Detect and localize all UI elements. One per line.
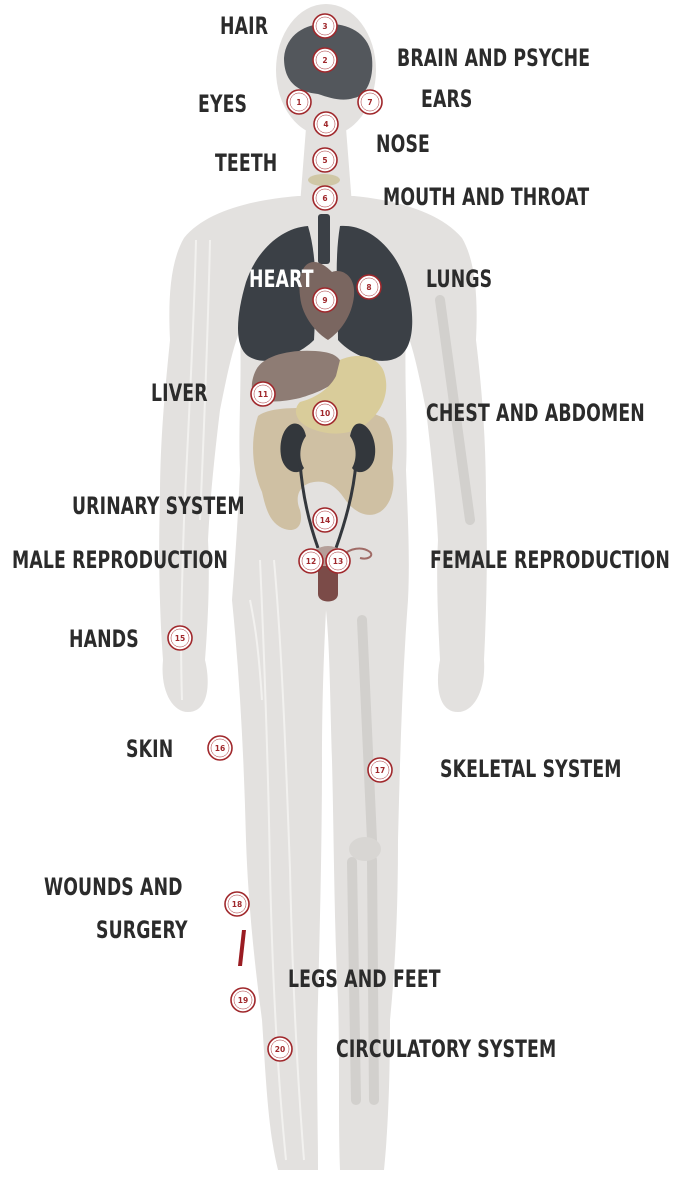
marker-urinary[interactable]: 14 [313,508,337,532]
marker-number: 19 [238,996,248,1005]
marker-wounds[interactable]: 18 [225,892,249,916]
marker-chest[interactable]: 10 [313,401,337,425]
marker-female[interactable]: 13 [326,549,350,573]
marker-number: 18 [232,900,242,909]
label-legs-and-feet[interactable]: LEGS AND FEET [288,966,441,992]
label-wounds-and[interactable]: WOUNDS AND [44,874,183,900]
marker-number: 2 [322,56,327,65]
label-circulatory-system[interactable]: CIRCULATORY SYSTEM [336,1036,556,1062]
label-hair[interactable]: HAIR [220,13,268,39]
marker-number: 8 [366,283,371,292]
marker-eyes[interactable]: 1 [287,90,311,114]
marker-number: 12 [306,557,316,566]
label-nose[interactable]: NOSE [376,131,430,157]
label-male-reproduction[interactable]: MALE REPRODUCTION [12,547,228,573]
marker-number: 9 [322,296,327,305]
marker-hands[interactable]: 15 [168,626,192,650]
label-eyes[interactable]: EYES [198,91,247,117]
marker-number: 10 [320,409,330,418]
label-brain-and-psyche[interactable]: BRAIN AND PSYCHE [397,45,590,71]
label-female-reproduction[interactable]: FEMALE REPRODUCTION [430,547,670,573]
label-heart[interactable]: HEART [249,266,314,292]
marker-teeth[interactable]: 5 [313,148,337,172]
marker-number: 13 [333,557,343,566]
marker-hair[interactable]: 3 [313,14,337,38]
marker-ears[interactable]: 7 [358,90,382,114]
marker-number: 20 [275,1045,285,1054]
marker-skin[interactable]: 16 [208,736,232,760]
label-skin[interactable]: SKIN [126,736,173,762]
label-surgery[interactable]: SURGERY [96,917,188,943]
marker-heart[interactable]: 9 [313,288,337,312]
label-teeth[interactable]: TEETH [215,150,277,176]
marker-nose[interactable]: 4 [314,112,338,136]
label-lungs[interactable]: LUNGS [426,266,492,292]
marker-male[interactable]: 12 [299,549,323,573]
marker-brain[interactable]: 2 [313,48,337,72]
marker-lungs[interactable]: 8 [357,275,381,299]
marker-number: 4 [323,120,328,129]
label-ears[interactable]: EARS [421,86,473,112]
marker-liver[interactable]: 11 [251,382,275,406]
label-mouth-and-throat[interactable]: MOUTH AND THROAT [383,184,589,210]
label-urinary-system[interactable]: URINARY SYSTEM [72,493,245,519]
marker-legs[interactable]: 19 [231,988,255,1012]
marker-circulatory[interactable]: 20 [268,1037,292,1061]
label-hands[interactable]: HANDS [69,626,139,652]
marker-number: 11 [258,390,268,399]
marker-mouth[interactable]: 6 [313,186,337,210]
marker-number: 14 [320,516,330,525]
label-chest-and-abdomen[interactable]: CHEST AND ABDOMEN [426,400,645,426]
marker-number: 1 [296,98,301,107]
marker-number: 15 [175,634,185,643]
marker-number: 7 [367,98,372,107]
marker-number: 17 [375,766,385,775]
label-skeletal-system[interactable]: SKELETAL SYSTEM [440,756,622,782]
marker-number: 6 [322,194,327,203]
marker-number: 16 [215,744,225,753]
label-liver[interactable]: LIVER [151,380,208,406]
marker-number: 5 [322,156,327,165]
marker-number: 3 [322,22,327,31]
marker-skeletal[interactable]: 17 [368,758,392,782]
